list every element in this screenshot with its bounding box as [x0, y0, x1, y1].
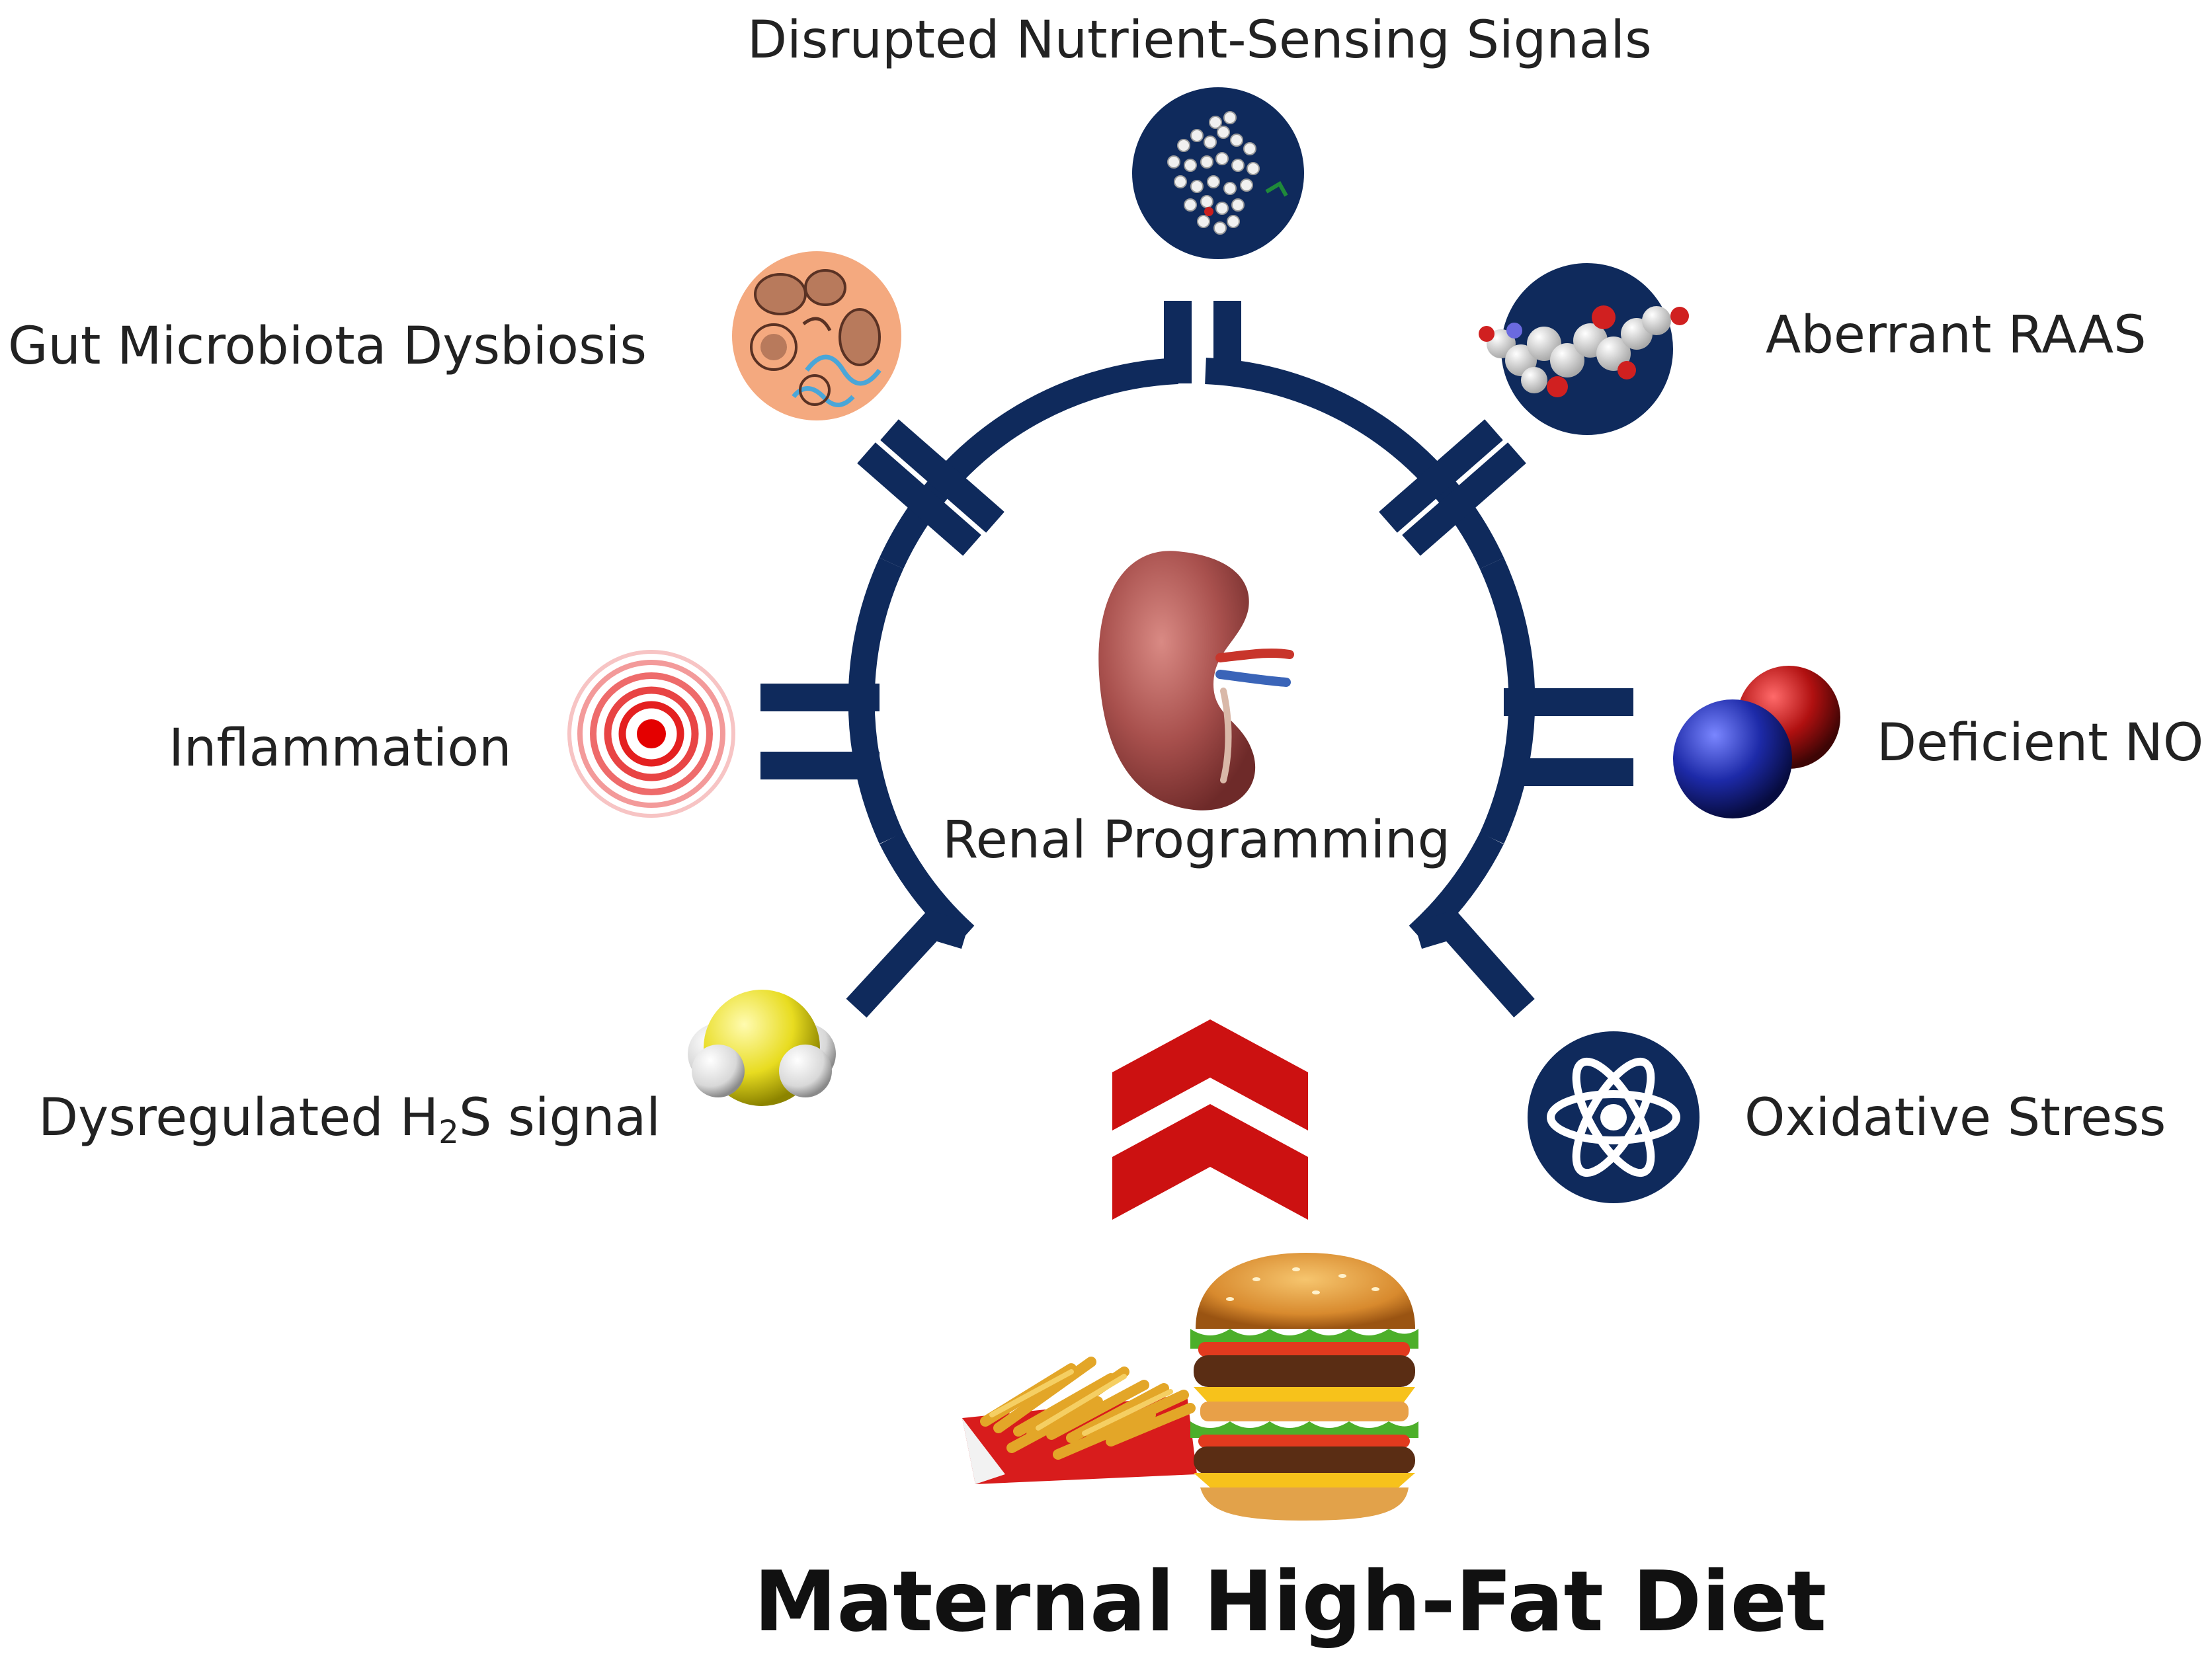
factor-label-upper-left: Gut Microbiota Dysbiosis: [8, 317, 647, 376]
microbes-icon: [732, 251, 901, 420]
nitric-oxide-molecule-icon: [1673, 666, 1840, 818]
upward-chevrons: [1112, 1019, 1308, 1220]
atom-icon: [1528, 1031, 1700, 1203]
factor-label-lower-left-subscript: 2: [438, 1114, 459, 1152]
factor-label-right: Deficient NO: [1877, 713, 2204, 773]
burger-fries-icon: [962, 1253, 1418, 1521]
factor-label-lower-right: Oxidative Stress: [1744, 1088, 2166, 1148]
chevron-lower: [1112, 1104, 1308, 1220]
diagram-title: Maternal High-Fat Diet: [754, 1553, 1827, 1650]
center-label: Renal Programming: [942, 811, 1451, 870]
factor-label-left: Inflammation: [169, 719, 512, 778]
factor-label-top: Disrupted Nutrient-Sensing Signals: [747, 11, 1652, 70]
factor-label-upper-right: Aberrant RAAS: [1766, 305, 2147, 365]
inflammation-target-icon: [567, 649, 736, 818]
angiotensin-molecule-icon: [1479, 263, 1689, 435]
receptor-arms: [760, 301, 1633, 1018]
arm-upper-right-a: [1379, 419, 1503, 533]
arm-upper-right-b: [1402, 442, 1526, 556]
factor-label-lower-left: Dysregulated H2S signal: [38, 1092, 661, 1148]
protein-structure-icon: [1132, 87, 1304, 259]
chevron-upper: [1112, 1019, 1308, 1130]
factor-label-lower-left-prefix: Dysregulated H: [38, 1088, 439, 1148]
factor-label-lower-left-suffix: S signal: [458, 1088, 661, 1148]
arm-lower-left: [846, 910, 970, 1018]
arm-upper-left-a: [880, 419, 1004, 533]
kidney-icon: [1098, 551, 1294, 811]
arm-upper-left-b: [857, 442, 981, 556]
ring-arc-upper-right: [1205, 358, 1504, 569]
ring-arc-upper-left: [879, 358, 1178, 569]
hydrogen-sulfide-molecule-icon: [688, 990, 836, 1106]
arm-lower-right: [1413, 910, 1535, 1017]
